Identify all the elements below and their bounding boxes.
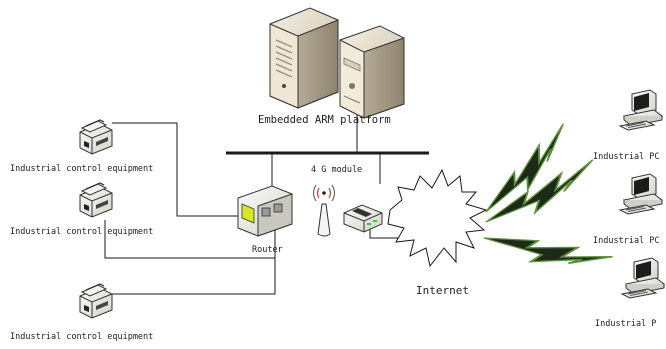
server-icon <box>269 7 405 119</box>
printer-icon <box>79 119 113 155</box>
connection-lines <box>104 100 429 295</box>
equipment-1-link <box>112 122 244 217</box>
pc-label-3: Industrial P <box>595 319 657 329</box>
module-label: 4 G module <box>311 165 363 175</box>
internet-label: Internet <box>416 284 469 297</box>
lightning-icon <box>480 215 614 287</box>
equipment-label-3: Industrial control equipment <box>10 332 154 342</box>
printer-icon <box>79 182 113 218</box>
equipment-label-1: Industrial control equipment <box>10 164 154 174</box>
printer-icon <box>79 283 113 319</box>
lightning-icon <box>477 158 605 231</box>
computer-icon <box>619 173 663 215</box>
equipment-3-link <box>104 258 276 295</box>
router-label: Router <box>252 245 283 255</box>
modem-icon <box>343 204 383 233</box>
server-label: Embedded ARM platform <box>258 114 391 126</box>
antenna-icon <box>313 184 335 237</box>
router-icon <box>237 185 293 237</box>
computer-icon <box>619 89 663 131</box>
pc-label-2: Industrial PC <box>593 236 660 246</box>
pc-label-1: Industrial PC <box>593 152 660 162</box>
cloud-icon <box>387 168 488 268</box>
computer-icon <box>621 257 665 299</box>
equipment-2-link <box>104 220 276 259</box>
equipment-label-2: Industrial control equipment <box>10 227 154 237</box>
